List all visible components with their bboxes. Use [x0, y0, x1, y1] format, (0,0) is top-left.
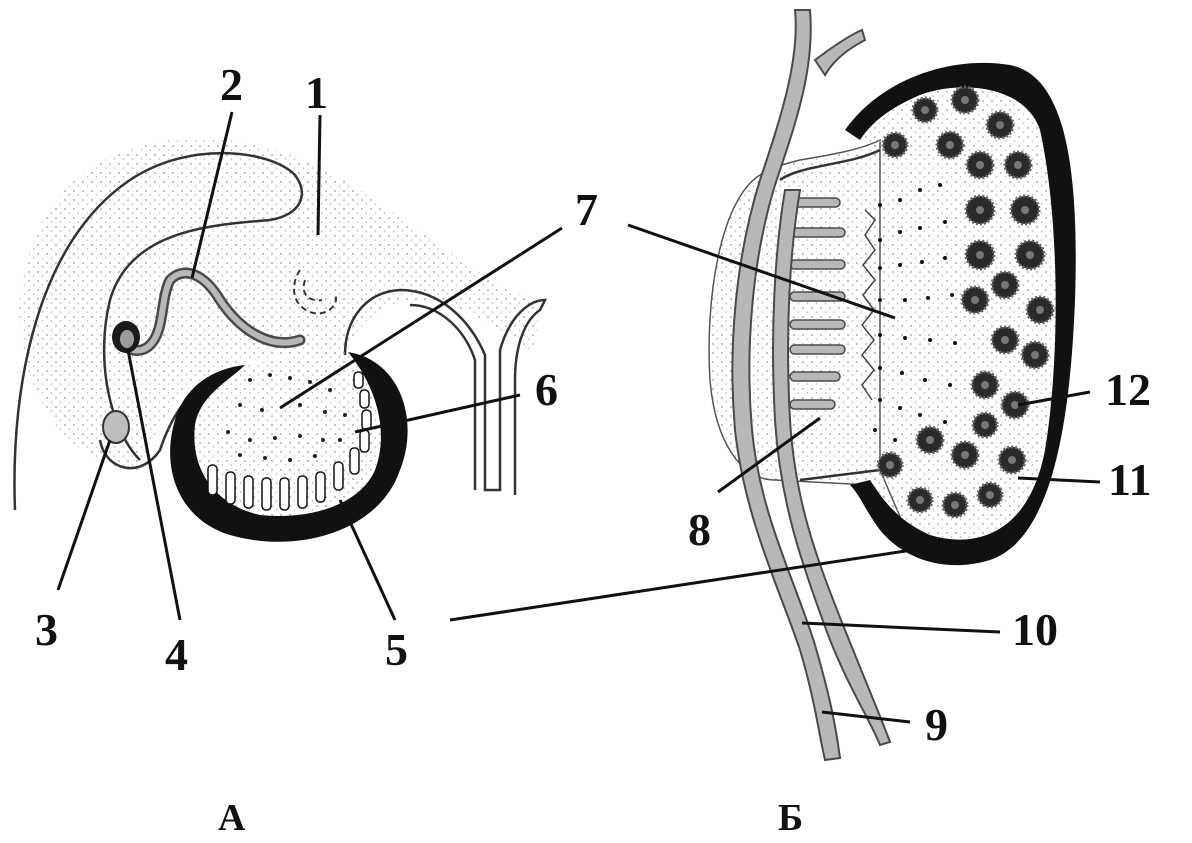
caption-b: Б	[778, 797, 803, 839]
mesonephros-loop-inner	[410, 305, 475, 490]
follicle	[966, 241, 994, 269]
label-10: 10	[1012, 604, 1058, 655]
leader-3	[58, 440, 110, 590]
label-2: 2	[220, 59, 243, 110]
follicle	[967, 152, 993, 178]
duct-terminal-core	[120, 330, 134, 348]
follicle	[1016, 241, 1044, 269]
follicle	[973, 413, 997, 437]
follicle	[999, 447, 1025, 473]
follicle	[1011, 196, 1039, 224]
label-6: 6	[535, 364, 558, 415]
follicle	[1005, 152, 1031, 178]
follicle	[952, 442, 978, 468]
caption-a: А	[218, 797, 246, 839]
follicle	[878, 453, 902, 477]
leader-5b	[340, 500, 395, 620]
label-9: 9	[925, 699, 948, 750]
label-3: 3	[35, 604, 58, 655]
follicle	[962, 287, 988, 313]
follicle	[992, 327, 1018, 353]
figure-a	[14, 138, 545, 542]
upper-vessel-branch	[815, 30, 865, 75]
label-11: 11	[1108, 454, 1151, 505]
label-1: 1	[305, 67, 328, 118]
follicle	[952, 87, 978, 113]
label-8: 8	[688, 504, 711, 555]
label-7: 7	[575, 184, 598, 235]
follicle	[987, 112, 1013, 138]
label-4: 4	[165, 629, 188, 680]
follicle	[992, 272, 1018, 298]
follicle	[883, 133, 907, 157]
follicle	[966, 196, 994, 224]
follicle	[978, 483, 1002, 507]
follicle	[908, 488, 932, 512]
label-12: 12	[1105, 364, 1151, 415]
nodule	[103, 411, 129, 443]
leader-1	[318, 115, 320, 235]
leader-5	[450, 550, 912, 620]
follicle	[1022, 342, 1048, 368]
follicle	[943, 493, 967, 517]
follicle	[913, 98, 937, 122]
follicle	[972, 372, 998, 398]
follicle	[1027, 297, 1053, 323]
follicle	[937, 132, 963, 158]
follicle	[917, 427, 943, 453]
label-5: 5	[385, 624, 408, 675]
